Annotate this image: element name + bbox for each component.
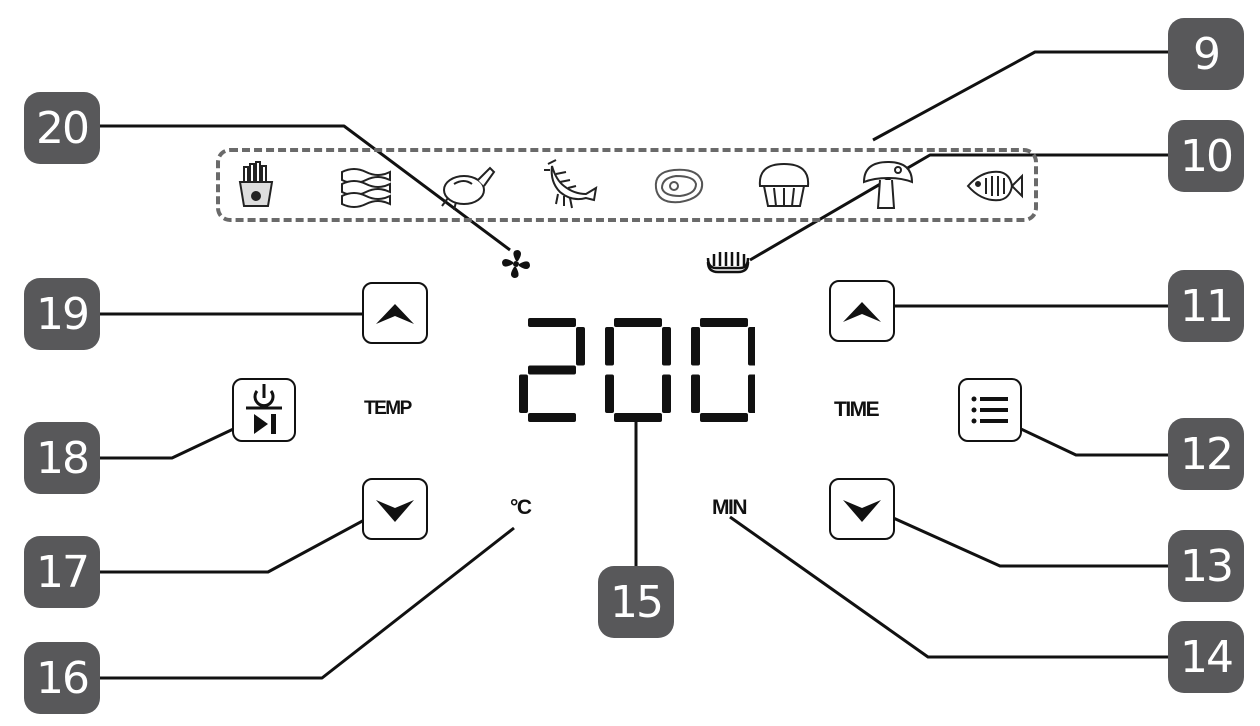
- display-digit: [519, 318, 585, 422]
- callout-badge-12: 12: [1168, 418, 1244, 490]
- leader-line-9: [872, 50, 1168, 142]
- leader-line-16: [100, 526, 515, 680]
- display-segment: [700, 318, 748, 327]
- leader-line-14: [729, 515, 1168, 659]
- display-segment: [748, 374, 755, 413]
- bacon-icon[interactable]: [336, 158, 396, 212]
- digital-display: [519, 318, 755, 422]
- menu-icon: [971, 396, 1008, 424]
- callout-badge-13: 13: [1168, 530, 1244, 602]
- power-play-pause-icon: [246, 384, 282, 434]
- time-label: TIME: [834, 398, 880, 421]
- time-down-button[interactable]: [829, 478, 895, 540]
- display-segment: [691, 327, 700, 366]
- preset-programs-area: [216, 148, 1038, 222]
- display-segment: [528, 413, 576, 422]
- display-segment: [528, 318, 576, 327]
- fries-icon[interactable]: [226, 158, 286, 212]
- display-segment: [605, 374, 614, 413]
- steak-icon[interactable]: [648, 158, 708, 212]
- display-segment: [662, 327, 671, 366]
- temp-down-button[interactable]: [362, 478, 428, 540]
- callout-badge-14: 14: [1168, 621, 1244, 693]
- display-digit: [605, 318, 671, 422]
- callout-badge-15: 15: [598, 566, 674, 638]
- temp-label: TEMP: [364, 398, 412, 419]
- display-segment: [614, 413, 662, 422]
- callout-badge-9: 9: [1168, 18, 1244, 90]
- chevron-down-icon: [376, 500, 414, 522]
- temp-up-button[interactable]: [362, 282, 428, 344]
- leader-line-12: [1001, 418, 1168, 457]
- display-segment: [614, 318, 662, 327]
- heating-element-icon: [706, 252, 750, 274]
- callout-badge-16: 16: [24, 642, 100, 714]
- callout-badge-19: 19: [24, 278, 100, 350]
- display-segment: [605, 327, 614, 366]
- display-segment: [576, 327, 585, 366]
- display-digit: [691, 318, 755, 422]
- display-segment: [662, 374, 671, 413]
- leader-line-17: [100, 503, 393, 574]
- callout-badge-20: 20: [24, 92, 100, 164]
- mushroom-icon[interactable]: [858, 158, 918, 212]
- display-segment: [519, 374, 528, 413]
- leader-line-13: [859, 501, 1168, 568]
- chicken-icon[interactable]: [438, 158, 498, 212]
- callout-badge-10: 10: [1168, 120, 1244, 192]
- celsius-unit-indicator: °C: [510, 496, 532, 519]
- fan-icon: [502, 250, 530, 278]
- muffin-icon[interactable]: [754, 158, 814, 212]
- display-segment: [748, 327, 755, 366]
- chevron-up-icon: [376, 304, 414, 324]
- callout-badge-17: 17: [24, 536, 100, 608]
- shrimp-icon[interactable]: [542, 158, 602, 212]
- display-digits: [519, 318, 755, 422]
- leader-line-18: [100, 422, 245, 460]
- callout-badge-11: 11: [1168, 270, 1244, 342]
- chevron-down-icon: [843, 500, 881, 522]
- menu-button[interactable]: [958, 378, 1022, 442]
- callout-badge-18: 18: [24, 422, 100, 494]
- power-start-pause-button[interactable]: [232, 378, 296, 442]
- chevron-up-icon: [843, 302, 881, 322]
- fish-icon[interactable]: [964, 158, 1024, 212]
- display-segment: [528, 365, 576, 375]
- display-segment: [691, 374, 700, 413]
- minutes-unit-indicator: MIN: [712, 496, 748, 519]
- display-segment: [700, 413, 748, 422]
- time-up-button[interactable]: [829, 280, 895, 342]
